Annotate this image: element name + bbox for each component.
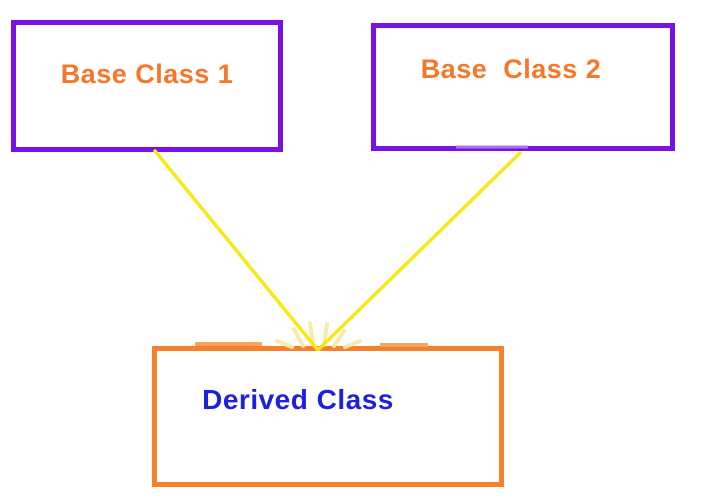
derived-class-label: Derived Class — [202, 384, 394, 415]
derived-class-box: Derived Class — [152, 346, 504, 487]
inheritance-line-right — [317, 151, 522, 351]
arrow-burst — [275, 321, 362, 349]
base-class-2-label: Base Class 2 — [420, 54, 602, 84]
base-class-1-box: Base Class 1 — [11, 20, 283, 152]
arrow-burst-stroke — [322, 322, 329, 347]
base-class-1-label: Base Class 1 — [60, 59, 234, 89]
inheritance-line-left — [153, 149, 319, 351]
arrow-burst-stroke — [292, 327, 305, 348]
base-class-2-box: Base Class 2 — [371, 23, 675, 151]
arrow-burst-stroke — [332, 329, 346, 348]
arrow-burst-stroke — [308, 321, 315, 346]
